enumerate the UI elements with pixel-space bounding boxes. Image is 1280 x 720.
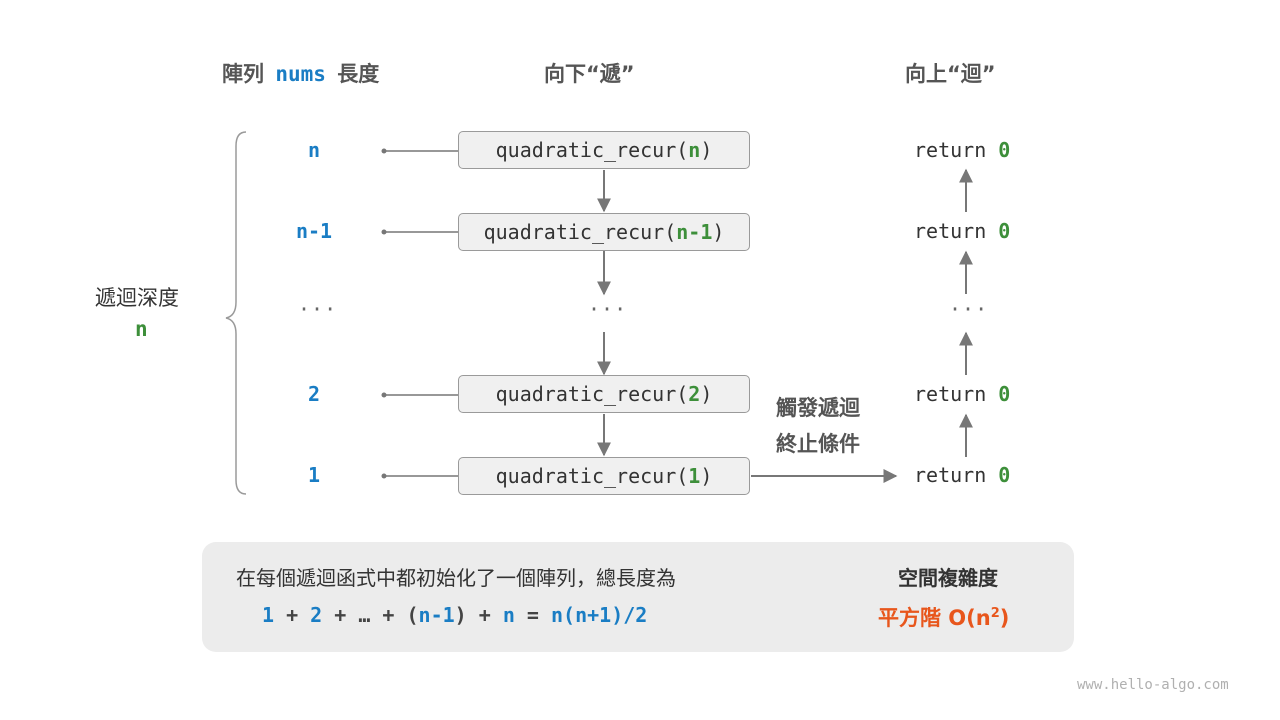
- return-value: 0: [998, 382, 1011, 406]
- call-ellipsis: ···: [588, 297, 628, 321]
- call-box: quadratic_recur(n-1): [458, 213, 750, 251]
- formula-op: + … + (: [322, 603, 419, 627]
- summary-panel: [202, 542, 1074, 652]
- return-keyword: return: [914, 382, 999, 406]
- terminate-line2: 終止條件: [776, 432, 860, 456]
- call-name: quadratic_recur(: [495, 382, 689, 406]
- return-value: 0: [998, 463, 1011, 487]
- call-arg: n-1: [676, 220, 713, 244]
- return-keyword: return: [914, 138, 999, 162]
- depth-brace: [225, 131, 247, 495]
- formula-op: ) +: [454, 603, 503, 627]
- return-label: return 0: [914, 138, 1010, 162]
- formula-term: 2: [310, 603, 323, 627]
- return-value: 0: [998, 219, 1011, 243]
- level-param: 1: [307, 463, 321, 487]
- complexity-close: ): [999, 606, 1010, 630]
- depth-label: 遞迴深度: [95, 286, 179, 310]
- call-name: quadratic_recur(: [483, 220, 677, 244]
- terminate-line1: 觸發遞迴: [776, 396, 860, 420]
- summary-formula: 1 + 2 + … + (n-1) + n = n(n+1)/2: [262, 603, 647, 627]
- formula-term: n: [502, 603, 515, 627]
- return-keyword: return: [914, 219, 999, 243]
- call-box: quadratic_recur(2): [458, 375, 750, 413]
- watermark: www.hello-algo.com: [1077, 677, 1229, 693]
- return-value: 0: [998, 138, 1011, 162]
- complexity-exponent: 2: [990, 606, 1000, 621]
- call-box: quadratic_recur(n): [458, 131, 750, 169]
- formula-result: n(n+1)/2: [551, 603, 648, 627]
- level-param: n: [307, 138, 321, 162]
- summary-text: 在每個遞迴函式中都初始化了一個陣列，總長度為: [236, 566, 676, 590]
- call-arg: n: [688, 138, 701, 162]
- formula-term: n-1: [418, 603, 455, 627]
- formula-op: +: [274, 603, 311, 627]
- call-arg: 2: [688, 382, 701, 406]
- call-close: ): [712, 220, 725, 244]
- level-param: 2: [307, 382, 321, 406]
- array-length-header: 陣列 nums 長度: [222, 58, 379, 88]
- up-header: 向上“迴”: [905, 62, 996, 86]
- array-prefix: 陣列: [222, 62, 264, 86]
- formula-term: 1: [262, 603, 275, 627]
- down-header: 向下“遞”: [544, 62, 635, 86]
- param-connector-dots: [381, 148, 387, 479]
- param-connectors: [384, 150, 458, 477]
- level-param: n-1: [295, 219, 333, 243]
- return-keyword: return: [914, 463, 999, 487]
- call-arg: 1: [688, 464, 701, 488]
- call-name: quadratic_recur(: [495, 464, 689, 488]
- return-label: return 0: [914, 219, 1010, 243]
- space-complexity-value: 平方階 O(n2): [878, 602, 1009, 632]
- return-label: return 0: [914, 463, 1010, 487]
- depth-value: n: [135, 317, 148, 341]
- return-ellipsis: ···: [949, 297, 989, 321]
- formula-op: =: [514, 603, 552, 627]
- space-complexity-title: 空間複雜度: [898, 566, 998, 590]
- terminate-note: 觸發遞迴 終止條件: [776, 390, 860, 462]
- call-close: ): [700, 382, 713, 406]
- call-close: ): [700, 464, 713, 488]
- array-suffix: 長度: [337, 62, 380, 86]
- complexity-text: 平方階 O(n: [878, 606, 991, 630]
- array-var: nums: [275, 62, 326, 86]
- call-name: quadratic_recur(: [495, 138, 689, 162]
- return-label: return 0: [914, 382, 1010, 406]
- call-close: ): [700, 138, 713, 162]
- call-box: quadratic_recur(1): [458, 457, 750, 495]
- level-param-ellipsis: ···: [298, 297, 338, 321]
